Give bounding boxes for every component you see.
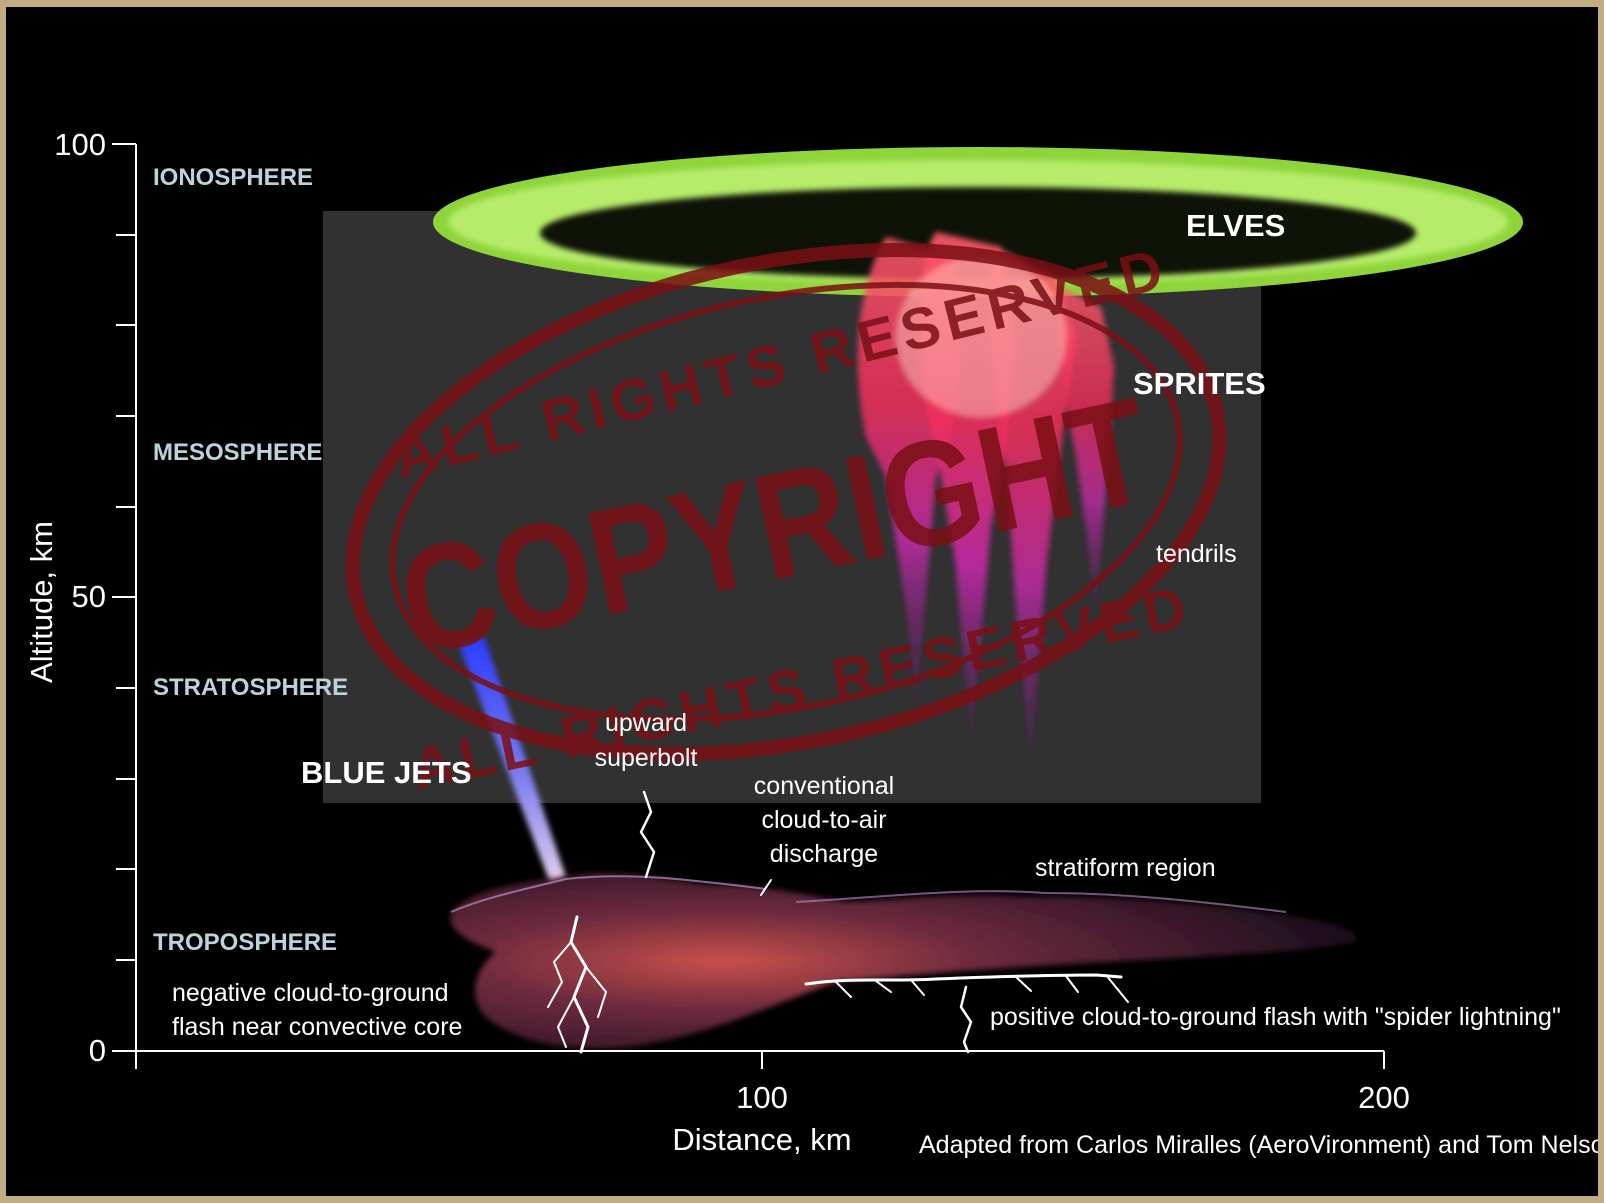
label-blue-jets: BLUE JETS	[301, 755, 472, 790]
y-tick-0: 0	[89, 1033, 106, 1068]
x-tick-100: 100	[736, 1080, 788, 1115]
layer-stratosphere: STRATOSPHERE	[153, 674, 348, 701]
y-tick-50: 50	[72, 579, 106, 614]
x-tick-200: 200	[1358, 1080, 1410, 1115]
lightning-diagram: ALL RIGHTS RESERVED COPYRIGHT ALL RIGHTS…	[6, 7, 1598, 1196]
label-upward-superbolt-line2: superbolt	[595, 744, 698, 772]
y-axis-title: Altitude, km	[24, 521, 59, 683]
layer-troposphere: TROPOSPHERE	[153, 929, 337, 956]
label-stratiform-region: stratiform region	[1035, 854, 1216, 882]
credit-line: Adapted from Carlos Miralles (AeroVironm…	[919, 1131, 1598, 1159]
label-conventional-line3: discharge	[770, 840, 878, 868]
y-tick-100: 100	[54, 127, 106, 162]
x-axis	[136, 1051, 1384, 1069]
label-conventional-line2: cloud-to-air	[761, 806, 886, 834]
label-elves: ELVES	[1186, 208, 1285, 243]
label-negative-cg-line1: negative cloud-to-ground	[172, 979, 449, 1007]
x-axis-title: Distance, km	[672, 1122, 851, 1157]
label-sprites: SPRITES	[1133, 366, 1266, 401]
label-upward-superbolt-line1: upward	[605, 709, 687, 737]
diagram-frame: ALL RIGHTS RESERVED COPYRIGHT ALL RIGHTS…	[6, 7, 1598, 1196]
label-conventional-line1: conventional	[754, 772, 894, 800]
y-axis	[112, 144, 136, 1051]
layer-ionosphere: IONOSPHERE	[153, 164, 313, 191]
label-tendrils: tendrils	[1156, 540, 1237, 568]
layer-mesosphere: MESOSPHERE	[153, 439, 322, 466]
label-negative-cg-line2: flash near convective core	[172, 1013, 462, 1041]
label-positive-cg: positive cloud-to-ground flash with "spi…	[990, 1003, 1561, 1031]
